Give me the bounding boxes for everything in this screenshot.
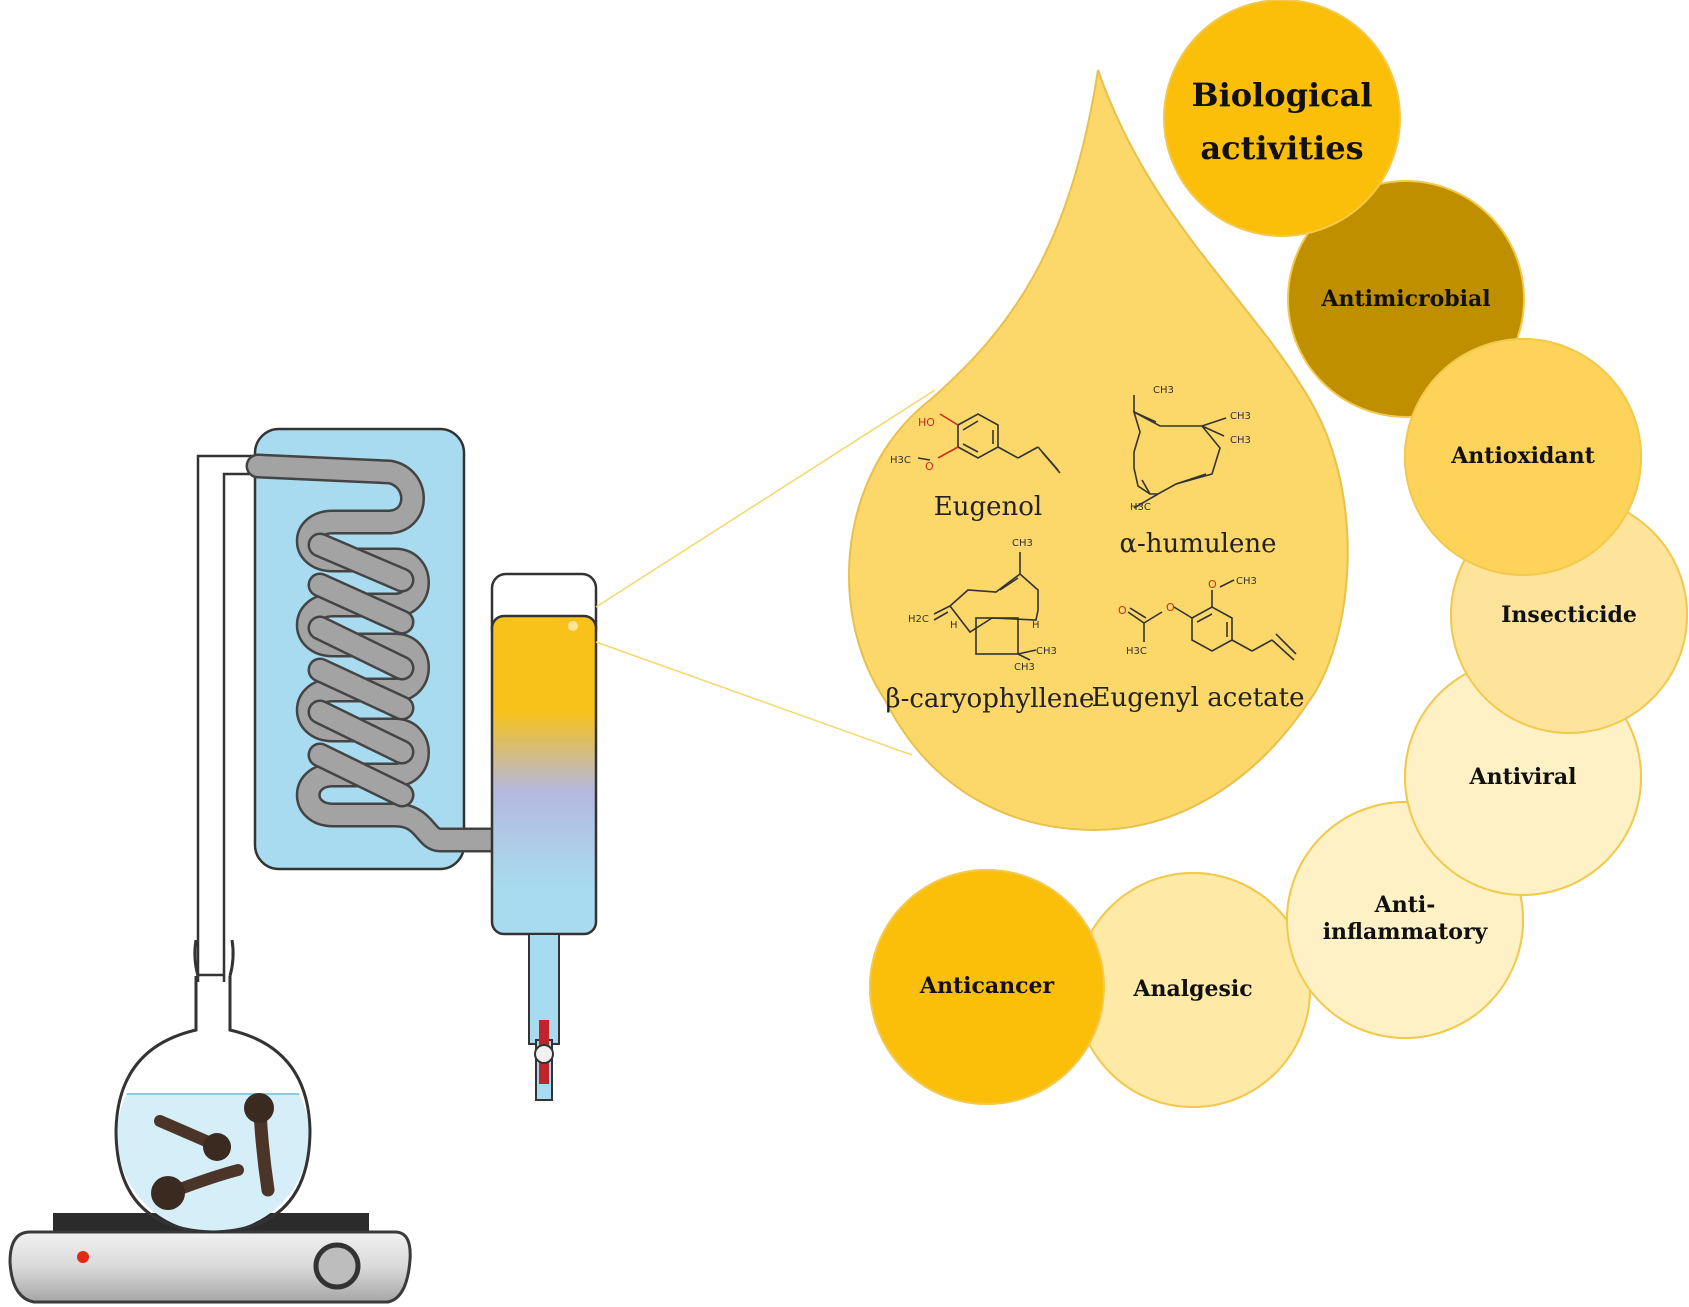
atom-ch3-4: CH3 bbox=[1012, 538, 1033, 549]
atom-h3c-3: H3C bbox=[1126, 646, 1147, 657]
atom-h-2: H bbox=[1032, 620, 1040, 631]
label-insecticide: Insecticide bbox=[1501, 602, 1637, 628]
oil-drop bbox=[848, 69, 1349, 832]
eugenol-structure bbox=[917, 413, 1061, 474]
atom-h2c: H2C bbox=[908, 614, 929, 625]
atom-o: O bbox=[925, 460, 934, 473]
label-anti-inflammatory-2: inflammatory bbox=[1323, 919, 1489, 945]
zoom-line-top bbox=[595, 389, 936, 608]
hot-plate-icon bbox=[8, 1213, 412, 1304]
label-anticancer: Anticancer bbox=[919, 973, 1055, 999]
atom-h-1: H bbox=[950, 620, 958, 631]
zoom-line-bottom bbox=[595, 641, 913, 756]
circle-anticancer-front bbox=[869, 869, 1105, 1105]
atom-ch3-7: CH3 bbox=[1236, 576, 1257, 587]
atom-ch3-6: CH3 bbox=[1014, 662, 1035, 673]
clove-buds-icon bbox=[151, 1093, 275, 1210]
atom-ch3-3: CH3 bbox=[1230, 435, 1251, 446]
label-analgesic: Analgesic bbox=[1132, 976, 1252, 1002]
compound-eugenol: Eugenol bbox=[934, 492, 1042, 522]
atom-o-3: O bbox=[1118, 604, 1127, 617]
condenser-coil bbox=[245, 453, 507, 853]
clevenger-distillation-apparatus-icon bbox=[8, 427, 598, 1304]
atom-h3c-1: H3C bbox=[890, 455, 911, 466]
label-anti-inflammatory-1: Anti- bbox=[1374, 892, 1436, 918]
atom-ho: HO bbox=[918, 416, 935, 429]
label-antioxidant: Antioxidant bbox=[1450, 443, 1595, 469]
compound-eugenyl-acetate: Eugenyl acetate bbox=[1091, 683, 1304, 713]
atom-ch3-2: CH3 bbox=[1230, 411, 1251, 422]
eugenyl-acetate-structure bbox=[1127, 579, 1297, 661]
atom-ch3-5: CH3 bbox=[1036, 646, 1057, 657]
compound-humulene: α-humulene bbox=[1119, 529, 1276, 559]
atom-o-4: O bbox=[1208, 578, 1217, 591]
oil-separator bbox=[490, 572, 598, 1101]
title-line-2: activities bbox=[1200, 129, 1363, 167]
circle-antioxidant-front bbox=[1404, 338, 1642, 576]
humulene-structure bbox=[1132, 395, 1227, 509]
atom-o-2: O bbox=[1166, 601, 1175, 614]
label-antiviral: Antiviral bbox=[1469, 764, 1577, 790]
power-light-icon bbox=[77, 1251, 89, 1263]
atom-ch3-1: CH3 bbox=[1153, 385, 1174, 396]
compound-caryophyllene: β-caryophyllene bbox=[886, 684, 1095, 714]
caryophyllene-structure bbox=[933, 552, 1039, 661]
stopcock-icon bbox=[534, 1044, 554, 1064]
circle-biological-activities bbox=[1163, 0, 1401, 237]
round-bottom-flask bbox=[114, 939, 312, 1234]
atom-h3c-2: H3C bbox=[1130, 502, 1151, 513]
knob-icon bbox=[313, 1242, 361, 1290]
label-antimicrobial: Antimicrobial bbox=[1320, 286, 1490, 312]
title-line-1: Biological bbox=[1192, 76, 1373, 114]
